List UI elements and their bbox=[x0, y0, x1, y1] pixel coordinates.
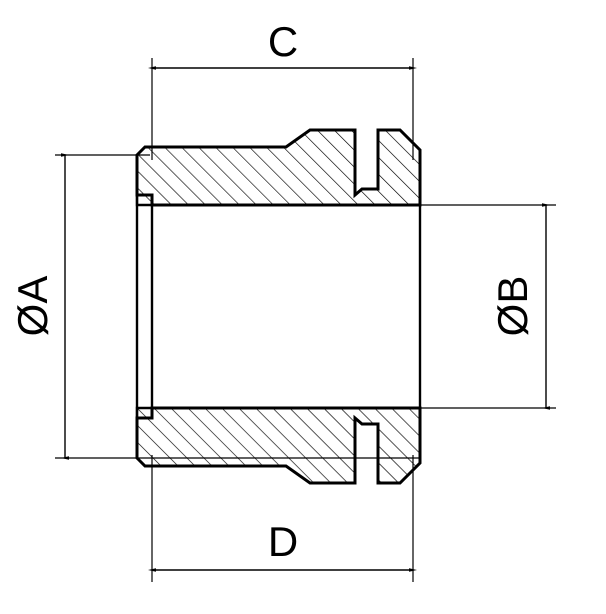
dimension-label-c: C bbox=[268, 18, 298, 65]
left-lip-lower-fill bbox=[137, 408, 152, 418]
lower-section-fill bbox=[137, 408, 420, 483]
upper-section-fill bbox=[137, 130, 420, 205]
dimension-label-d: D bbox=[268, 518, 298, 565]
left-lip-upper-fill bbox=[137, 195, 152, 205]
dimension-label-b: ØB bbox=[489, 276, 536, 337]
dimension-lines-group bbox=[61, 66, 550, 572]
dimension-label-a: ØA bbox=[9, 276, 56, 337]
dimension-labels-group: C D ØA ØB bbox=[9, 18, 536, 565]
section-body-group bbox=[135, 128, 422, 485]
